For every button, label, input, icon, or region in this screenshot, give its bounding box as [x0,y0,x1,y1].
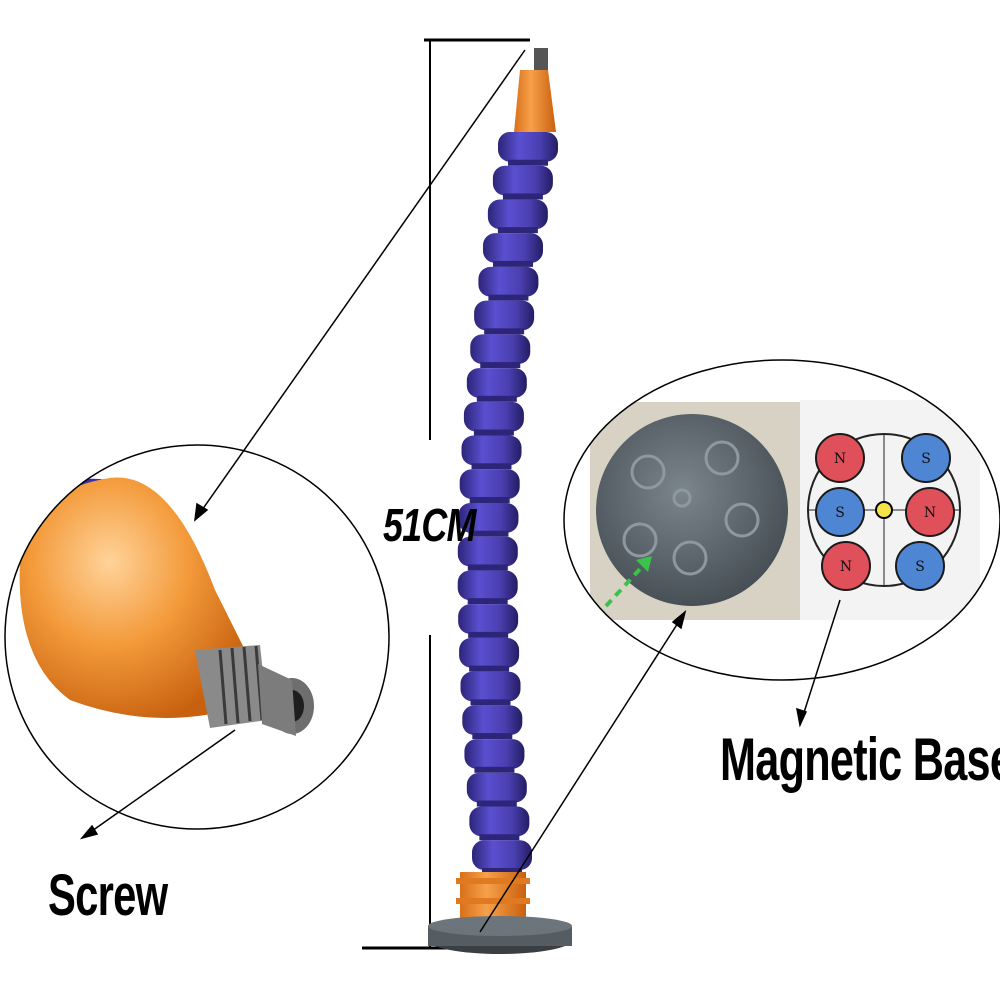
magnet-pole [821,541,871,591]
hose-segment-neck [502,193,543,200]
hose-segment [460,671,521,702]
length-label: 51CM [383,499,476,551]
hose-segment [472,840,532,870]
hose-segment-neck [467,598,508,605]
hose-segment [474,300,535,331]
hose-segment [459,637,520,668]
hose-segment [498,132,558,162]
hose-segment [478,266,539,297]
top-screw-tip [534,48,548,70]
magnet-pole-label: N [834,451,846,467]
hose-segment-neck [488,294,529,301]
magnet-pole [815,433,865,483]
magnet-pole [895,541,945,591]
screw-label: Screw [48,863,168,928]
hose-segment-neck [484,328,525,335]
hose-segment [492,165,553,196]
hose-segment-neck [468,631,509,638]
hose-segment [458,604,519,634]
hose-segment [457,536,518,567]
magnet-pole-label: S [915,559,925,575]
hose-segment [461,435,522,466]
hose-segment [462,705,523,736]
base-pointer-arrow [479,611,686,933]
magnet-pole [815,487,865,537]
hose-segment [483,233,544,263]
hose-segment-neck [473,429,514,436]
screw-zoom-circle [4,444,390,830]
screw-pointer-arrow [194,49,526,521]
magnetic-base-disc [596,414,788,606]
magnet-pole-label: N [924,505,936,521]
hose-segment-neck [469,665,510,672]
hose-segment [457,570,518,601]
hose-segment [464,739,525,769]
hose-segment-neck [479,834,520,841]
hose-segment-neck [471,463,512,470]
hose-segment [466,368,527,398]
magnet-label-arrow [799,599,841,726]
hose-segment-neck [472,733,513,740]
hose-segment [459,469,520,499]
hose-segment [466,772,527,803]
hose-segment [469,806,530,837]
magnet-pole-label: S [835,505,845,521]
hose-segment [458,503,519,533]
flexible-hose [428,48,572,954]
hose-segment-neck [469,497,510,503]
hose-segment-neck [467,564,508,571]
magnet-pole-label: S [921,451,931,467]
hose-segment-neck [476,395,517,402]
hose-segment-neck [476,800,517,807]
magnet-pole-label: N [840,559,852,575]
hose-segment [463,401,524,432]
hose-segment-neck [482,868,522,874]
hose-segment-neck [474,766,515,773]
magnet-zoom-circle: N S S N N S [563,359,1000,681]
magnet-pole [901,433,951,483]
hose-segment-neck [493,260,534,267]
hose-segment-neck [480,362,521,369]
top-orange-fitting [514,70,556,132]
pointer-arrows [79,49,841,933]
magnetic-base-label: Magnetic Base [720,726,1000,793]
hose-segment-neck [470,699,511,706]
hose-segment-neck [468,530,509,537]
hose-segment [470,334,531,365]
hose-segment [487,199,548,230]
screw-label-arrow [81,729,236,839]
magnet-pole-diagram: N S S N N S [807,433,961,591]
hose-segments [457,132,558,874]
magnet-pole [905,487,955,537]
hose-segment-neck [497,227,538,234]
hose-segment-neck [508,159,548,166]
